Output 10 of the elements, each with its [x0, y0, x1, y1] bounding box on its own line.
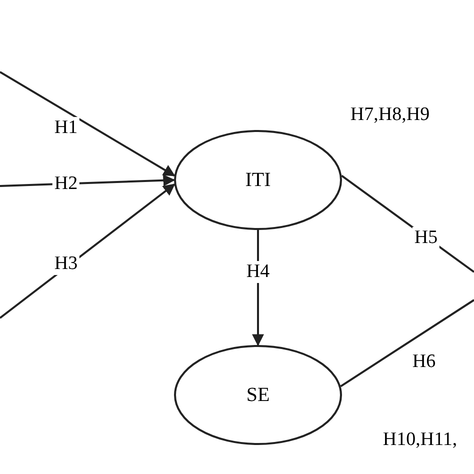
- edge-label: H3: [52, 253, 80, 275]
- node-label: SE: [246, 384, 270, 406]
- edge-label: H5: [412, 227, 440, 249]
- node-label: ITI: [245, 168, 271, 192]
- edge-label: H4: [244, 261, 272, 283]
- hypothesis-note: H10,H11,: [382, 429, 458, 451]
- arrow: [0, 71, 176, 176]
- ellipse-node: [174, 130, 342, 230]
- ellipse-node: [174, 345, 342, 445]
- hypothesis-note: H7,H8,H9: [350, 104, 430, 126]
